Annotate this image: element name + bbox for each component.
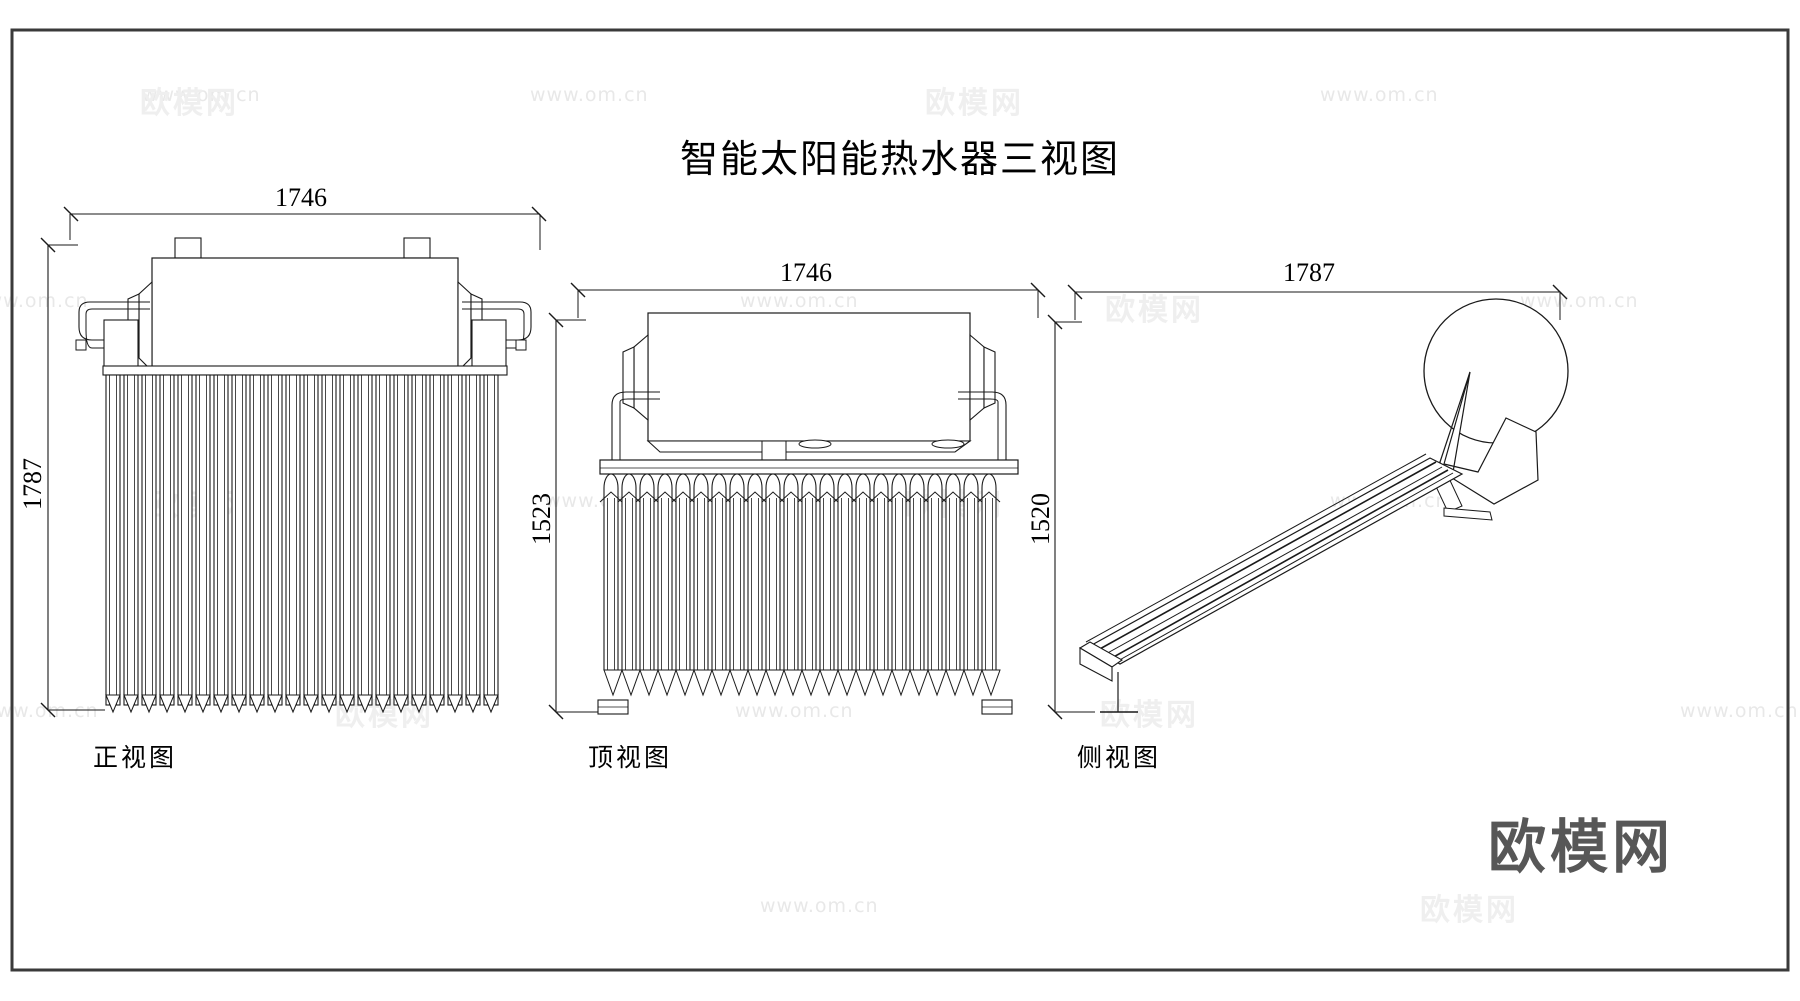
side-view-group: [1047, 284, 1569, 720]
dimension-side-height: 1520: [1026, 493, 1055, 545]
dimension-top-width: 1746: [780, 258, 832, 287]
front-view-group: [40, 206, 547, 718]
front-tube-caps: [105, 694, 499, 714]
view-label-front: 正视图: [93, 743, 178, 772]
top-bottom-sawtooth: [603, 669, 1001, 697]
site-logo: 欧模网: [1488, 813, 1675, 881]
top-tube-array: [603, 473, 997, 671]
front-tube-array: [105, 374, 499, 706]
top-view-group: [548, 282, 1046, 720]
top-sawtooth-brackets: [599, 491, 1001, 503]
page-title: 智能太阳能热水器三视图: [679, 137, 1120, 181]
view-label-side: 侧视图: [1077, 743, 1162, 772]
dimension-front-height: 1787: [18, 458, 47, 510]
dimension-side-width: 1787: [1283, 258, 1335, 287]
drawing-border: [10, 28, 1790, 972]
dimension-top-height: 1523: [527, 493, 556, 545]
dimension-front-width: 1746: [275, 183, 327, 212]
view-label-top: 顶视图: [588, 743, 673, 772]
